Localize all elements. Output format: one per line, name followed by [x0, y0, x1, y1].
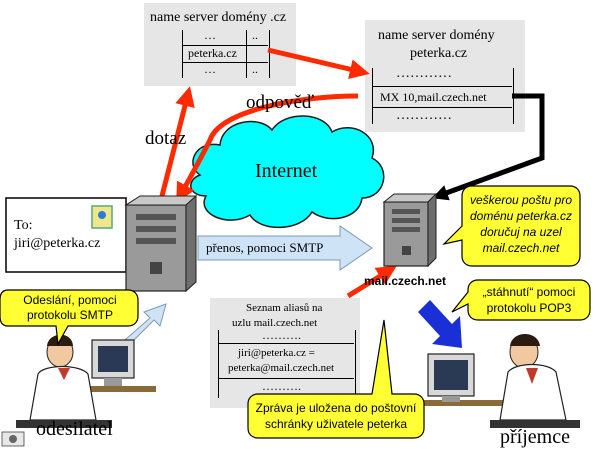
- envelope-address: jiri@peterka.cz: [14, 236, 101, 251]
- recipient-label: příjemce: [500, 426, 570, 448]
- bubble-stored-line: Zpráva je uložena do poštovní: [255, 401, 417, 415]
- mailhost-label: mail.czech.net: [364, 274, 447, 288]
- bubble-sending-line: Odeslání, pomoci: [23, 293, 117, 307]
- odpoved-arrow: [176, 93, 359, 203]
- mailhost-to-alias-arrow: [346, 265, 397, 299]
- ns-cz-row-line: [182, 45, 268, 46]
- sender-label: odesilatel: [36, 418, 113, 440]
- ns-peterka-title: name server domény: [378, 28, 495, 43]
- ns-cz-dots: …: [204, 28, 216, 42]
- bubble-sending-line: protokolu SMTP: [26, 308, 114, 322]
- alias-table: [218, 330, 356, 398]
- ns-peterka-panel: [365, 20, 525, 132]
- bubble-download: [451, 279, 591, 321]
- bubble-deliver-text: veškerou poštu pro doménu peterka.cz dor…: [462, 192, 580, 256]
- bubble-deliver-line: doménu peterka.cz: [469, 209, 573, 223]
- bubble-deliver: [442, 185, 581, 267]
- pop3-download-arrow: [418, 300, 462, 348]
- ns-cz-entry: peterka.cz: [188, 46, 237, 60]
- ns-cz-title: name server domény .cz: [150, 10, 287, 25]
- envelope-to-label: To:: [14, 218, 33, 233]
- bubble-sending-text: Odeslání, pomoci protokolu SMTP: [2, 293, 138, 323]
- bubble-download-line: „stáhnutí“ pomoci: [482, 285, 576, 299]
- sender-server-icon: [124, 194, 198, 293]
- bubble-sending: [0, 289, 139, 346]
- bubble-deliver-line: mail.czech.net: [482, 241, 560, 255]
- bubble-deliver-line: doručuj na uzel: [480, 225, 562, 239]
- bubble-stored-line: schránky uživatele peterka: [264, 417, 408, 431]
- bubble-download-line: protokolu POP3: [486, 301, 572, 315]
- recipient-person-illustration: [416, 334, 580, 428]
- ns-peterka-dots: …………: [396, 108, 452, 123]
- alias-dots: ……….: [262, 379, 301, 393]
- dotaz-label: dotaz: [145, 128, 187, 149]
- ns-peterka-mx-record: MX 10,mail.czech.net: [380, 90, 487, 104]
- bubble-deliver-line: veškerou poštu pro: [469, 193, 573, 207]
- alias-entry: peterka@mail.czech.net: [228, 362, 335, 374]
- sender-person-illustration: [16, 334, 156, 428]
- odpoved-label: odpověď: [246, 92, 315, 113]
- ns-cz-dots: ..: [252, 62, 258, 76]
- internet-cloud: [190, 115, 385, 229]
- mailhost-server-icon: [382, 192, 438, 268]
- alias-title: uzlu mail.czech.net: [232, 317, 318, 329]
- smtp-transfer-arrow: [197, 225, 373, 271]
- alias-row-line: [218, 343, 354, 344]
- ns-cz-dots: ..: [252, 28, 258, 42]
- alias-title: Seznam aliasů na: [246, 302, 323, 314]
- ns-peterka-row-line: [372, 107, 512, 108]
- ns-peterka-title: peterka.cz: [410, 46, 468, 61]
- bubble-stored: [247, 319, 425, 439]
- ns-cz-divider: [246, 30, 247, 78]
- bubble-stored-text: Zpráva je uložena do poštovní schránky u…: [248, 400, 424, 432]
- mx-to-mailhost-arrow: [431, 93, 545, 201]
- ns-cz-table: [182, 30, 270, 78]
- ns-cz-row-line: [182, 62, 268, 63]
- alias-panel: [210, 298, 360, 408]
- smtp-transfer-label: přenos, pomoci SMTP: [206, 240, 324, 255]
- alias-dots: ……….: [262, 328, 301, 342]
- ns-peterka-dots: …………: [396, 66, 452, 81]
- ns-cz-dots: …: [204, 62, 216, 76]
- ns-cz-panel: [144, 3, 296, 86]
- dotaz-arrow: [159, 86, 195, 197]
- logo-icon: [1, 431, 25, 447]
- alias-row-line: [218, 378, 354, 379]
- ns-peterka-row-line: [372, 86, 512, 87]
- internet-label: Internet: [255, 160, 318, 182]
- ns-cz-to-ns-peterka-arrow: [267, 47, 370, 80]
- bubble-download-text: „stáhnutí“ pomoci protokolu POP3: [468, 284, 590, 316]
- alias-entry: jiri@peterka.cz =: [238, 347, 315, 359]
